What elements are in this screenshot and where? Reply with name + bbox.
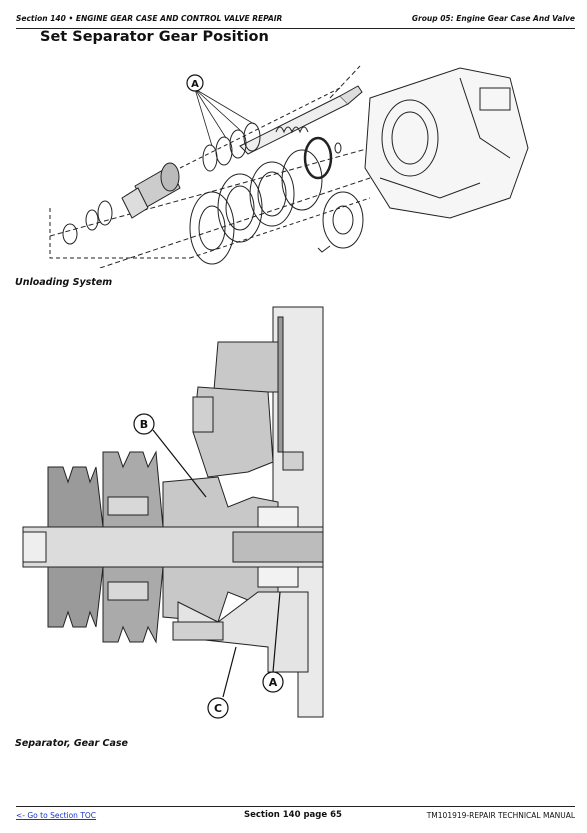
page-header: Section 140 • ENGINE GEAR CASE AND CONTR… [16, 12, 575, 29]
callout-a-label-2: A [269, 676, 278, 689]
page-title: Set Separator Gear Position [40, 29, 269, 45]
exploded-gear-diagram: A [49, 65, 529, 268]
separator-gear-case-diagram: B A C [22, 306, 324, 719]
go-to-section-toc-link[interactable]: <- Go to Section TOC [16, 811, 97, 820]
page-number: Section 140 page 65 [244, 810, 342, 820]
figure-caption-unloading-system: Unloading System [15, 277, 113, 288]
figure-caption-separator-gear-case: Separator, Gear Case [15, 738, 128, 749]
header-section: Section 140 • ENGINE GEAR CASE AND CONTR… [16, 14, 283, 23]
callout-a-label: A [191, 79, 199, 90]
callout-c-label: C [214, 702, 222, 715]
manual-id: TM101919-REPAIR TECHNICAL MANUAL [426, 811, 575, 820]
header-group: Group 05: Engine Gear Case And Valve [411, 14, 575, 23]
callout-b-label: B [140, 418, 148, 431]
page-footer: <- Go to Section TOC Section 140 page 65… [16, 806, 575, 821]
